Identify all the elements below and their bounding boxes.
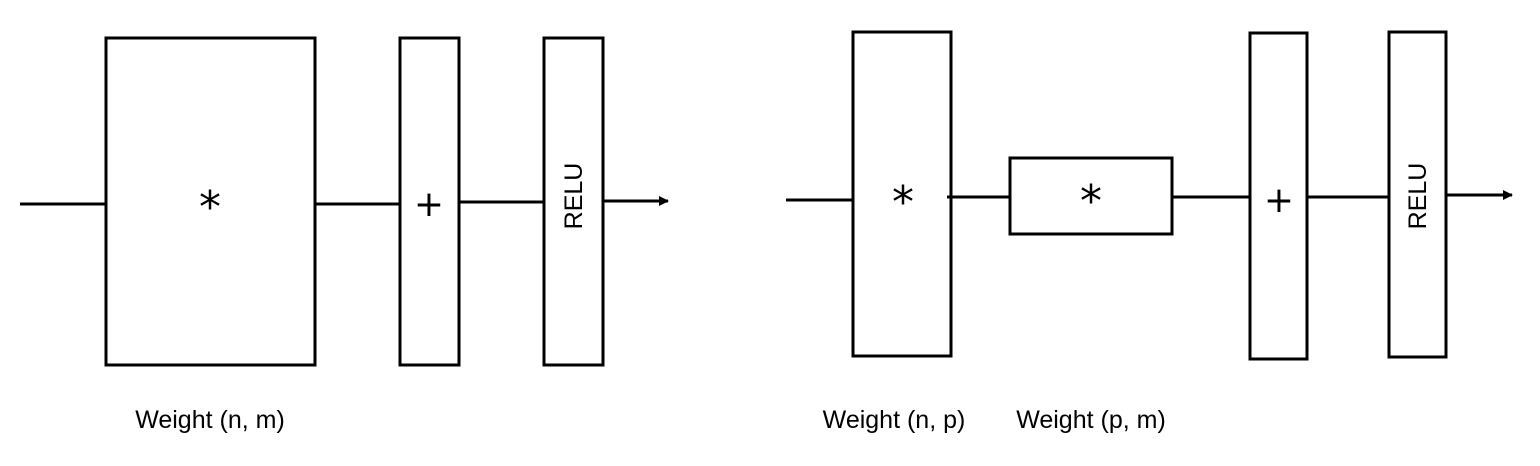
right-weight1-label: Weight (n, p): [823, 406, 966, 434]
right-weight2-matmul-box: [1008, 156, 1174, 236]
right-add-symbol: +: [1264, 180, 1294, 221]
right-relu-box: [1387, 30, 1448, 359]
left-add-symbol: +: [414, 184, 444, 225]
right-matmul1-symbol: *: [892, 177, 914, 228]
left-relu-label: RELU: [560, 163, 588, 230]
left-weight-matmul-box: [104, 36, 317, 367]
left-matmul-symbol: *: [199, 182, 221, 233]
right-weight2-label: Weight (p, m): [1016, 406, 1166, 434]
left-relu-box: [542, 36, 605, 367]
right-diagram: * * + RELU Weight (n, p) Weight (p, m): [786, 30, 1513, 434]
right-matmul2-symbol: *: [1080, 176, 1102, 227]
left-weight-label: Weight (n, m): [135, 406, 285, 434]
right-relu-label: RELU: [1404, 163, 1432, 230]
left-diagram: * + RELU Weight (n, m): [20, 36, 669, 434]
right-weight1-matmul-box: [851, 30, 953, 358]
right-bias-add-box: [1248, 31, 1309, 361]
